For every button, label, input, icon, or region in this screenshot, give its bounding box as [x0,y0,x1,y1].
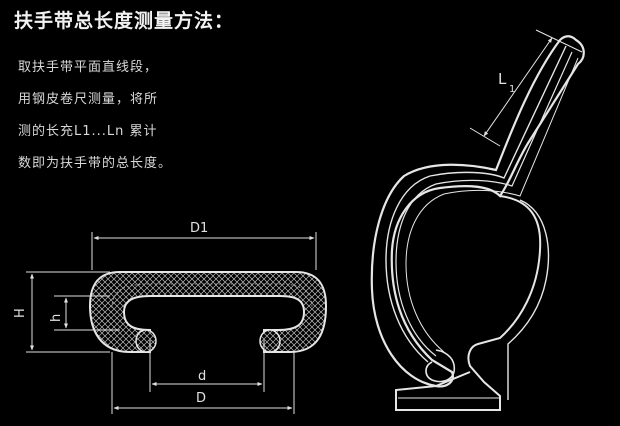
description-line-1: 取扶手带平面直线段， [18,60,159,75]
method-description: 取扶手带平面直线段， 用钢皮卷尺测量，将所 测的长充L1...Ln 累计 数即为… [18,52,172,180]
handrail-outer-contour [370,35,585,388]
d-label: d [198,369,206,384]
handrail-base-block [395,195,542,411]
handrail-perspective [370,29,585,411]
handrail-inner-contour-3 [405,57,579,353]
l1-dimension-line [483,37,553,137]
cross-section: D1 H h d D [13,221,328,414]
description-line-2: 用钢皮卷尺测量，将所 [18,92,159,107]
h-total-label: H [13,308,28,318]
d-outer-label: D [196,391,206,406]
section-inner-line [111,283,313,309]
right-lip [259,329,281,353]
l1-extension-bottom [469,127,501,147]
description-line-4: 数即为扶手带的总长度。 [18,156,173,171]
l1-label: L [498,70,507,88]
handrail-base-edge [507,199,550,400]
handrail-end-profile [425,349,456,383]
page-title: 扶手带总长度测量方法： [14,10,235,32]
h-inner-label: h [49,314,64,322]
l1-extension-top [535,29,583,53]
handrail-inner-contour-1 [385,45,567,363]
description-line-3: 测的长充L1...Ln 累计 [18,124,158,139]
l1-subscript: 1 [509,84,515,95]
handrail-inner-contour-2 [395,51,573,357]
left-lip [135,329,157,353]
d1-label: D1 [190,221,208,236]
